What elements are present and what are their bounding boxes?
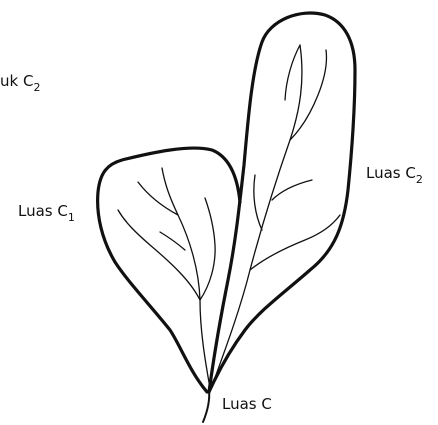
label-luas-c1: Luas C1 (18, 202, 75, 224)
catchment-c2-vein-branch-1 (290, 50, 327, 140)
label-luas-c1-text: Luas C (18, 202, 68, 220)
catchment-c1-vein-branch-2 (138, 182, 178, 215)
catchment-c2 (209, 13, 355, 392)
label-luas-c: Luas C (222, 395, 272, 413)
catchment-c2-vein-branch-5 (254, 175, 262, 230)
catchment-c1-vein-branch-1 (118, 210, 200, 300)
label-luas-c2-text: Luas C (366, 164, 416, 182)
label-top-left: uk C2 (0, 72, 40, 94)
label-luas-c2-sub: 2 (416, 173, 423, 186)
outlet-stem (203, 390, 209, 422)
label-luas-c2: Luas C2 (366, 164, 423, 186)
catchment-c1-vein-branch-4 (160, 232, 185, 250)
catchment-c2-outline (209, 13, 355, 392)
catchment-c2-vein-branch-4 (272, 180, 312, 200)
label-top-left-text: uk C (0, 72, 33, 90)
catchment-c1-outline (98, 148, 240, 392)
label-top-left-sub: 2 (33, 81, 40, 94)
catchment-c1-vein-branch-3 (200, 198, 215, 300)
catchment-c1-vein-main (162, 168, 210, 388)
catchment-c1 (98, 148, 240, 392)
catchment-c2-vein-branch-2 (285, 45, 300, 100)
label-luas-c1-sub: 1 (68, 211, 75, 224)
